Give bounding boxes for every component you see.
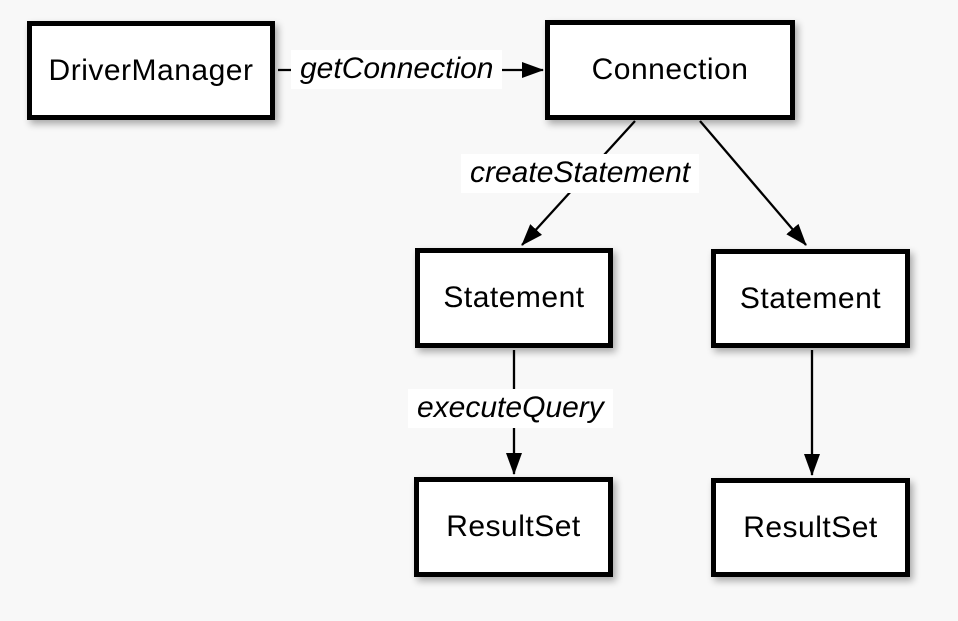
edge-label-executequery: executeQuery — [408, 389, 613, 428]
node-statement-right: Statement — [711, 249, 910, 348]
edge-label-createstatement: createStatement — [461, 154, 700, 193]
node-resultset-right: ResultSet — [711, 478, 910, 577]
edge-connection-to-statement-right-arrow — [699, 120, 807, 246]
edge-label-getconnection: getConnection — [291, 50, 503, 89]
node-drivermanager: DriverManager — [27, 21, 275, 120]
node-connection: Connection — [545, 20, 795, 120]
node-resultset-left: ResultSet — [414, 477, 613, 577]
node-statement-left: Statement — [415, 248, 613, 348]
